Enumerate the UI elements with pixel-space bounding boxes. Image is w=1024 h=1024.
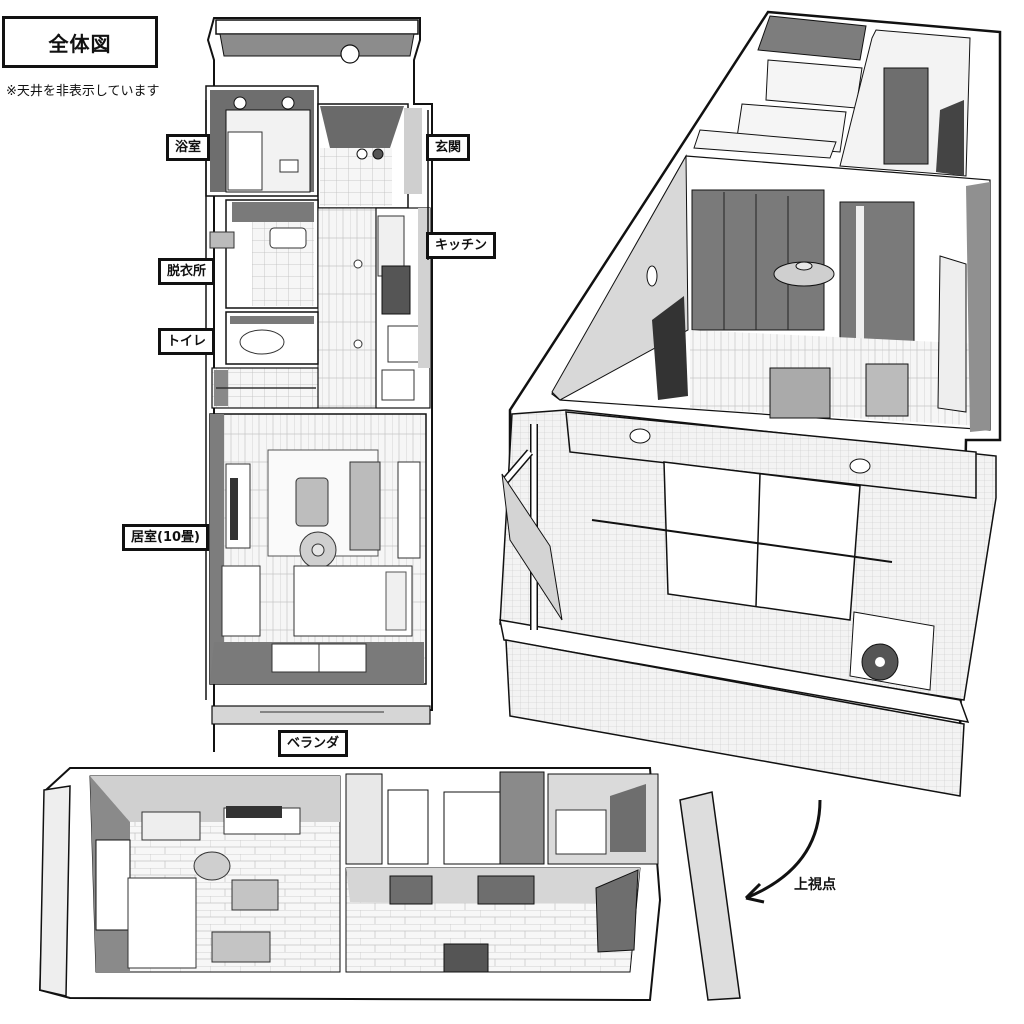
side-view	[38, 767, 741, 1002]
curved-arrow-icon	[744, 799, 822, 904]
label-toilet: トイレ	[158, 328, 216, 355]
label-bathroom: 浴室	[166, 134, 211, 161]
label-veranda: ベランダ	[278, 730, 349, 757]
label-kitchen: キッチン	[426, 232, 497, 259]
diagram-title: 全体図	[2, 16, 158, 68]
ceiling-hidden-note: ※天井を非表示しています	[6, 84, 160, 99]
label-entrance: 玄関	[426, 134, 471, 161]
isometric-view	[499, 10, 1002, 797]
plan-view	[205, 17, 433, 752]
label-dressing-room: 脱衣所	[158, 258, 216, 285]
top-view-caption: 上視点	[794, 877, 836, 893]
label-living-room: 居室(10畳)	[122, 524, 209, 551]
